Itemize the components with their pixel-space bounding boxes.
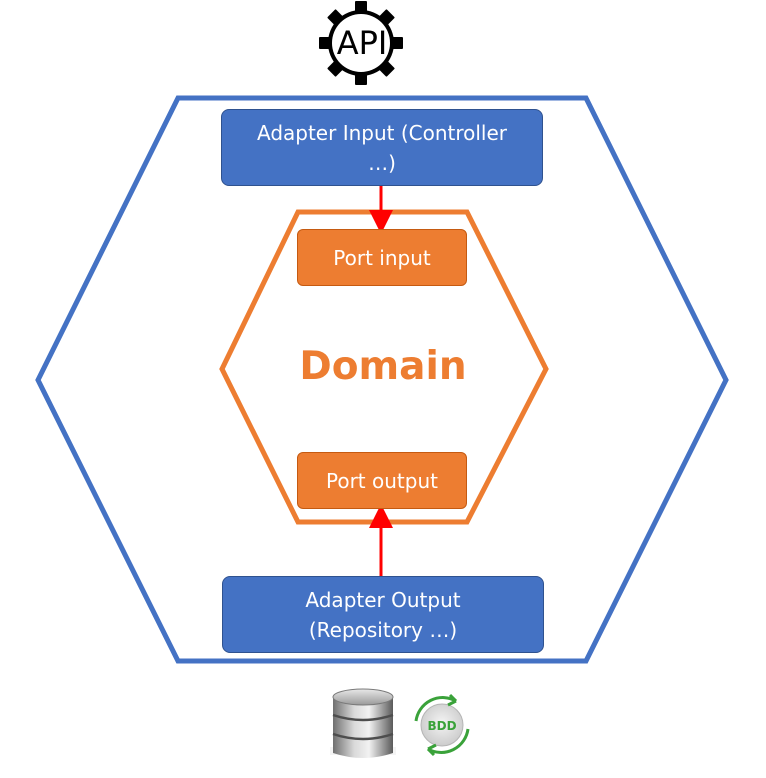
api-label: API [337,24,388,62]
adapter-input-box: Adapter Input (Controller …) [221,109,543,186]
adapter-output-line1: Adapter Output [305,587,461,612]
bdd-label: BDD [427,719,456,733]
adapter-input-line2: …) [368,150,396,175]
adapter-output-line2: (Repository …) [308,617,458,642]
database-icon [330,688,396,758]
port-input-label: Port input [333,245,431,270]
port-output-box: Port output [297,452,467,509]
port-input-box: Port input [297,229,467,286]
domain-hexagon [219,209,549,525]
adapter-input-line1: Adapter Input (Controller [256,120,508,145]
domain-label: Domain [299,344,467,389]
adapter-output-box: Adapter Output (Repository …) [222,576,544,653]
bdd-cycle-icon: BDD [414,693,470,757]
gear-api-icon: API [319,1,403,85]
port-output-label: Port output [326,468,438,493]
outer-hexagon [35,95,729,664]
